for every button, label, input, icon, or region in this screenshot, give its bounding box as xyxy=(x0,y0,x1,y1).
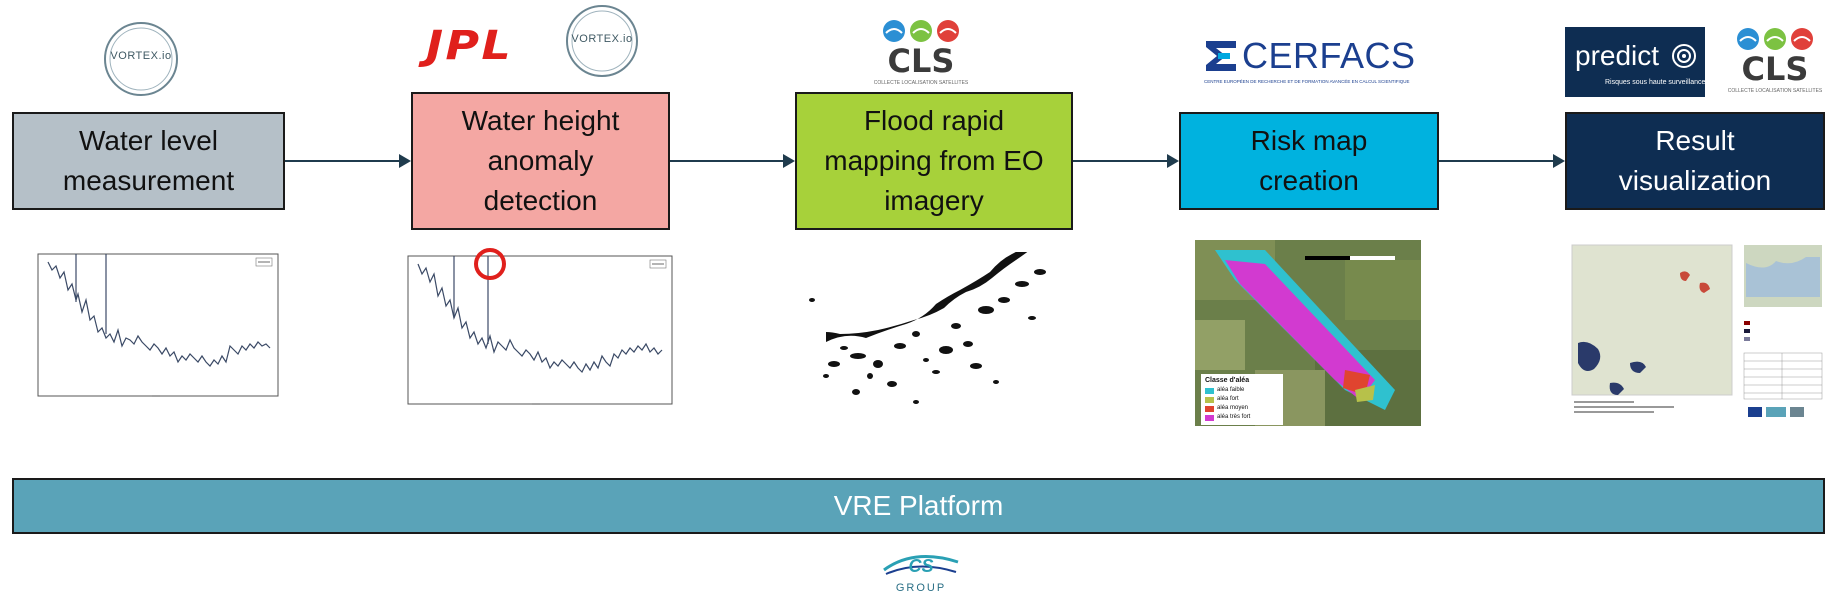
anomaly-timeseries-thumbnail xyxy=(398,244,680,414)
vortexio-logo-2: VORTEX.io xyxy=(564,3,640,79)
risk-legend-label: aléa faible xyxy=(1217,387,1245,393)
vortexio-logo-1: VORTEX.io xyxy=(102,20,180,98)
predict-logo: predict Risques sous haute surveillance xyxy=(1565,27,1705,97)
risk-legend-item: aléa faible xyxy=(1205,386,1279,395)
vortexio-wordmark: VORTEX.io xyxy=(571,33,633,45)
cls-logo-1: CLS COLLECTE LOCALISATION SATELLITES xyxy=(874,18,968,90)
cs-group-swoosh-icon: CS xyxy=(883,555,959,576)
risk-legend-label: aléa fort xyxy=(1217,396,1239,402)
jpl-wordmark: JPL xyxy=(426,23,514,69)
water-level-timeseries-thumbnail xyxy=(30,250,284,408)
risk-legend-label: aléa moyen xyxy=(1217,405,1249,411)
risk-legend-item: aléa moyen xyxy=(1205,404,1279,413)
result-visualization-thumbnail xyxy=(1570,243,1825,426)
cls-subtitle: COLLECTE LOCALISATION SATELLITES xyxy=(1727,88,1823,94)
vortexio-wordmark: VORTEX.io xyxy=(110,50,172,62)
cerfacs-subtitle: CENTRE EUROPÉEN DE RECHERCHE ET DE FORMA… xyxy=(1204,79,1410,84)
cls-wordmark: CLS xyxy=(887,42,955,80)
risk-legend-title: Classe d'aléa xyxy=(1205,377,1250,384)
cls-circles-icon xyxy=(1737,28,1813,50)
vortexio-swirl-icon xyxy=(566,5,638,77)
step-label: Flood rapid mapping from EO imagery xyxy=(824,105,1044,216)
step-risk-map-creation: Risk map creation xyxy=(1179,112,1439,210)
step-result-visualization: Result visualization xyxy=(1565,112,1825,210)
cls-wordmark: CLS xyxy=(1741,50,1809,88)
flow-arrow-2 xyxy=(670,154,795,168)
flow-arrow-3 xyxy=(1073,154,1179,168)
risk-legend-swatch xyxy=(1205,405,1214,412)
risk-legend: Classe d'aléa aléa faible aléa fort aléa m… xyxy=(1201,374,1283,425)
step-water-height-anomaly-detection: Water height anomaly detection xyxy=(411,92,670,230)
step-label: Result visualization xyxy=(1618,125,1772,196)
step-label: Water level measurement xyxy=(62,125,235,196)
flow-arrow-4 xyxy=(1439,154,1565,168)
cerfacs-logo: CERFACS CENTRE EUROPÉEN DE RECHERCHE ET … xyxy=(1202,36,1415,90)
step-water-level-measurement: Water level measurement xyxy=(12,112,285,210)
vre-platform-bar: VRE Platform xyxy=(12,478,1825,534)
step-label: Water height anomaly detection xyxy=(461,105,620,216)
flood-extent-map-thumbnail xyxy=(796,246,1064,422)
cs-group-logo: CS GROUP xyxy=(878,550,964,598)
vre-platform-label: VRE Platform xyxy=(833,490,1004,521)
cls-circles-icon xyxy=(883,20,959,42)
predict-target-icon xyxy=(1672,44,1696,68)
risk-legend-swatch xyxy=(1205,387,1214,394)
vortexio-swirl-icon xyxy=(104,22,178,96)
step-flood-rapid-mapping: Flood rapid mapping from EO imagery xyxy=(795,92,1073,230)
cerfacs-wordmark: CERFACS xyxy=(1242,35,1416,76)
flow-arrow-1 xyxy=(285,154,411,168)
risk-legend-item: aléa très fort xyxy=(1205,413,1279,422)
risk-legend-label: aléa très fort xyxy=(1217,414,1251,420)
anomaly-marker-circle xyxy=(474,248,506,280)
predict-wordmark: predict xyxy=(1575,40,1660,71)
risk-map-thumbnail: Classe d'aléa aléa faible aléa fort aléa m… xyxy=(1195,240,1421,426)
risk-legend-item: aléa fort xyxy=(1205,395,1279,404)
predict-subtitle: Risques sous haute surveillance xyxy=(1605,79,1706,86)
step-label: Risk map creation xyxy=(1250,125,1368,196)
jpl-logo: JPL xyxy=(426,26,540,66)
sigma-icon xyxy=(1206,41,1236,71)
risk-legend-swatch xyxy=(1205,396,1214,403)
cs-group-wordmark: GROUP xyxy=(895,582,947,594)
svg-text:CS: CS xyxy=(908,556,933,576)
risk-legend-swatch xyxy=(1205,414,1214,421)
cls-logo-2: CLS COLLECTE LOCALISATION SATELLITES xyxy=(1728,26,1822,98)
cls-subtitle: COLLECTE LOCALISATION SATELLITES xyxy=(873,80,969,86)
